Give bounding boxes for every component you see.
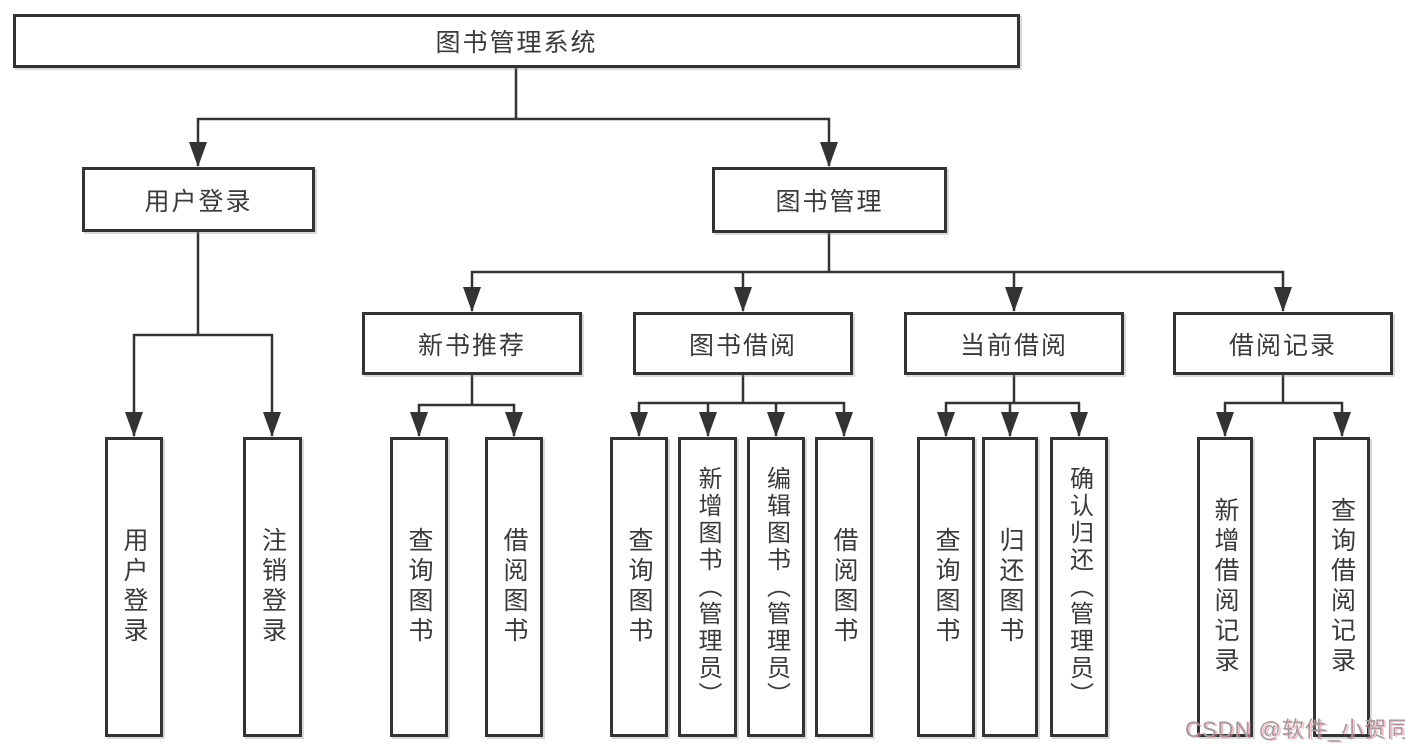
node-book-borrow: 图书借阅 bbox=[633, 312, 853, 375]
leaf-borrow-book: 借阅图书 bbox=[815, 437, 873, 737]
node-root-library-system: 图书管理系统 bbox=[13, 14, 1020, 68]
node-book-management: 图书管理 bbox=[712, 167, 947, 233]
node-current-borrow: 当前借阅 bbox=[904, 312, 1124, 375]
node-user-login: 用户登录 bbox=[82, 167, 315, 232]
leaf-add-book-admin: 新增图书（管理员） bbox=[678, 437, 737, 737]
node-new-book-recommend: 新书推荐 bbox=[362, 312, 582, 375]
leaf-query-book-recommend: 查询图书 bbox=[390, 437, 448, 737]
leaf-confirm-return-admin: 确认归还（管理员） bbox=[1050, 437, 1108, 737]
csdn-watermark: CSDN @软件_小贺同学 bbox=[1185, 717, 1405, 742]
leaf-user-login: 用户登录 bbox=[105, 437, 163, 737]
leaf-query-book-borrow: 查询图书 bbox=[610, 437, 668, 737]
leaf-add-borrow-record: 新增借阅记录 bbox=[1197, 437, 1253, 737]
leaf-borrow-book-recommend: 借阅图书 bbox=[485, 437, 543, 737]
leaf-query-book-current: 查询图书 bbox=[917, 437, 975, 737]
node-borrow-records: 借阅记录 bbox=[1173, 312, 1393, 375]
leaf-logout: 注销登录 bbox=[243, 437, 302, 737]
leaf-return-book: 归还图书 bbox=[982, 437, 1038, 737]
leaf-edit-book-admin: 编辑图书（管理员） bbox=[747, 437, 805, 737]
leaf-query-borrow-record: 查询借阅记录 bbox=[1313, 437, 1370, 737]
